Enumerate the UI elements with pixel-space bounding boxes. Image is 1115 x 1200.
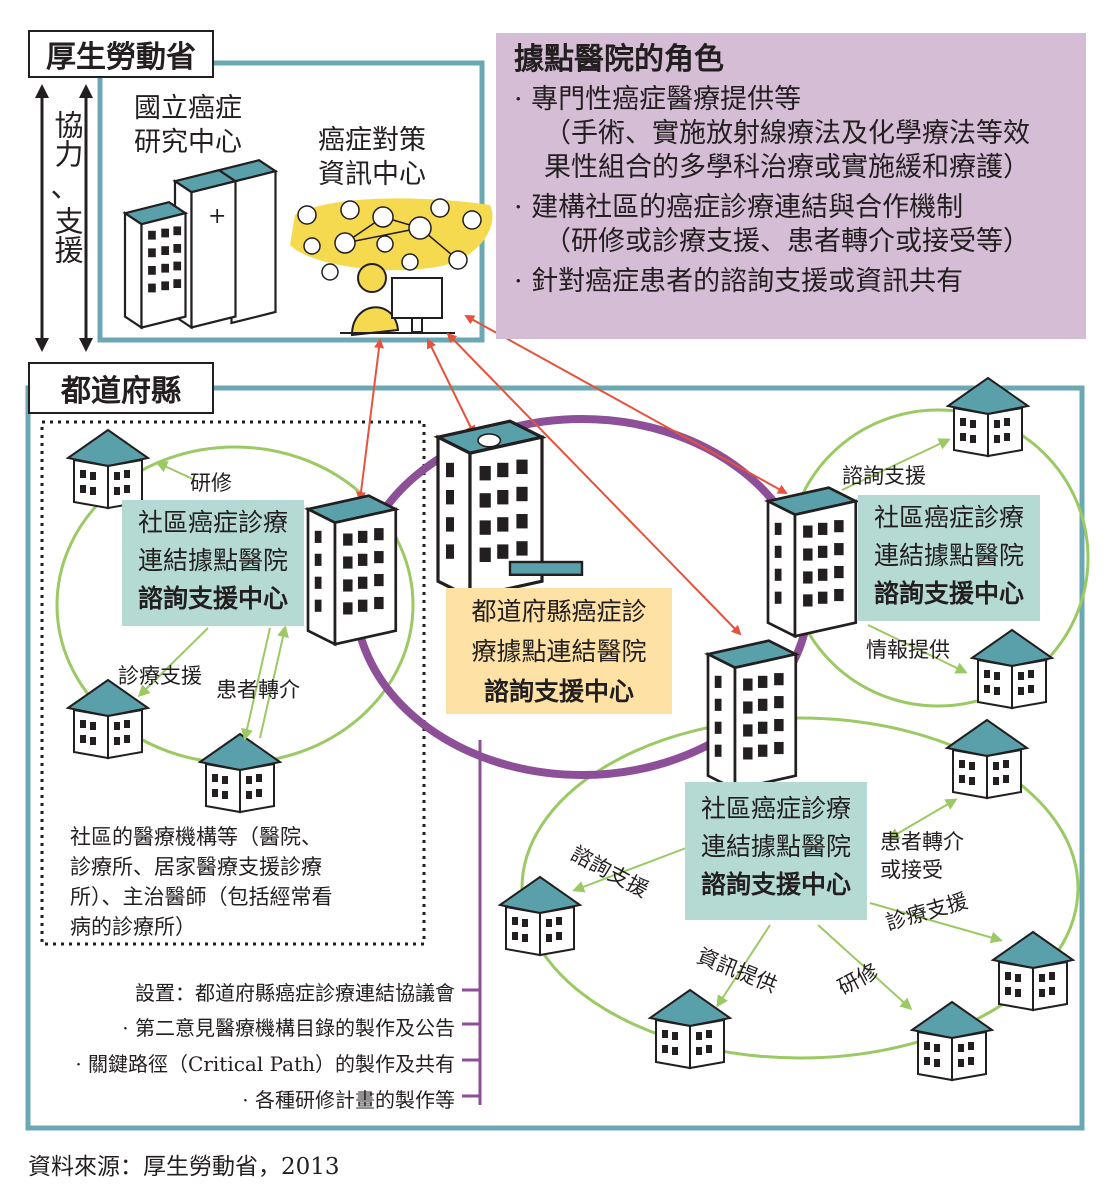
right-hub-building [766,486,858,638]
ministry-frame [97,60,485,343]
research-center-line1: 國立癌症 [134,93,242,124]
arrow-left-training [155,461,196,481]
prefecture-hub-center: 諮詢支援中心 [483,677,634,706]
roles-panel: 據點醫院的角色 · 專門性癌症醫療提供等 （手術、實施放射線療法及化學療法等效 … [496,33,1086,339]
roles-item-1: · 專門性癌症醫療提供等 [514,84,802,115]
roles-item-2-sub-1: （研修或診療支援、患者轉介或接受等） [544,226,1030,257]
label-left-referral: 患者轉介 [216,678,300,702]
house-right-bottom [971,629,1053,709]
cooperation-label-line3: 支援 [50,206,84,264]
house-bottom-ne [946,719,1028,799]
roles-title: 據點醫院的角色 [514,42,724,77]
cooperation-label-line1: 協力 [50,110,84,168]
label-right-info: 情報提供 [866,638,950,662]
staff-at-computer [340,263,455,337]
right-hub-line1: 社區癌症診療 [873,503,1024,532]
prefecture-hub-building [436,419,584,599]
label-bottom-referral-line2: 或接受 [880,858,943,882]
source-caption: 資料來源：厚生勞動省，2013 [28,1154,340,1180]
community-line2: 診療所、居家醫療支援診療 [70,855,322,879]
green-ring-bottom [520,716,1080,1060]
info-center-line1: 癌症對策 [318,125,426,156]
house-bottom-s [911,1001,993,1081]
cooperation-label: 協力 、 支援 [48,110,84,264]
label-bottom-referral: 患者轉介 或接受 [880,828,964,884]
bottom-hub-line2: 連結據點醫院 [700,832,851,861]
council-item-2: · 第二意見醫療機構目錄的製作及公告 [122,1016,455,1040]
svg-text:+: + [208,204,226,229]
left-hub-box: 社區癌症診療 連結據點醫院 諮詢支援中心 [122,500,304,626]
bottom-hub-center: 諮詢支援中心 [700,870,851,899]
national-cancer-center-buildings: + [122,159,279,330]
community-line3: 所）、主治醫師（包括經常看 [70,885,333,909]
ministry-tag: 厚生勞動省 [28,30,214,78]
prefecture-hub-line1: 都道府縣癌症診 [471,597,647,626]
arrow-right-info [867,624,968,674]
label-right-consult: 諮詢支援 [842,464,926,488]
roles-item-2: · 建構社區的癌症診療連結與合作機制 [514,192,964,223]
research-center-label: 國立癌症 研究中心 [134,92,242,160]
prefecture-hub-line2: 療據點連結醫院 [471,637,647,666]
roles-item-1-sub-2: 果性組合的多學科治療或實施緩和療護） [544,152,1030,183]
left-hub-building [306,494,398,646]
label-left-support: 診療支援 [118,664,202,688]
arrow-bottom-info [716,924,771,1008]
arrow-left-referral-down [241,627,271,741]
prefecture-tag: 都道府縣 [28,362,214,414]
prefecture-hub-box: 都道府縣癌症診 療據點連結醫院 諮詢支援中心 [446,588,672,714]
research-center-line2: 研究中心 [134,127,242,158]
house-left-bottom [67,679,149,759]
council-item-1: 設置：都道府縣癌症診療連結協議會 [135,981,455,1005]
left-hub-line1: 社區癌症診療 [137,508,288,537]
arrow-bottom-referral [887,798,958,840]
roles-item-3: · 針對癌症患者的諮詢支援或資訊共有 [514,266,964,297]
arrow-right-consult [841,438,951,491]
house-bottom-sw [649,989,731,1069]
info-center-label: 癌症對策 資訊中心 [318,124,426,192]
arrow-bottom-training [817,924,913,1011]
red-arrow-right-hub [464,315,788,494]
left-hub-center: 諮詢支援中心 [137,584,288,613]
arrow-left-support [137,627,209,698]
red-arrow-left-hub [356,338,384,502]
council-item-3: · 關鍵路徑（Critical Path）的製作及共有 [75,1052,455,1076]
bottom-hub-building [706,639,798,791]
council-item-4: · 各種研修計畫的製作等 [242,1088,455,1112]
house-left-center [199,733,281,813]
roles-item-1-sub-1: （手術、實施放射線療法及化學療法等效 [544,118,1030,149]
arrow-bottom-support [869,902,1003,944]
arrow-bottom-consult [572,847,687,893]
label-bottom-referral-line1: 患者轉介 [880,830,964,854]
left-hub-line2: 連結據點醫院 [137,546,288,575]
info-network-cluster [290,198,493,337]
community-institutions-text: 社區的醫療機構等（醫院、 診療所、居家醫療支援診療 所）、主治醫師（包括經常看 … [70,822,333,942]
bottom-hub-box: 社區癌症診療 連結據點醫院 諮詢支援中心 [685,782,867,920]
right-hub-line2: 連結據點醫院 [873,541,1024,570]
label-left-training: 研修 [190,471,232,495]
community-line1: 社區的醫療機構等（醫院、 [70,825,322,849]
house-left-top [67,429,149,509]
community-dotted-box [40,420,426,946]
info-center-line2: 資訊中心 [318,159,426,190]
right-hub-center: 諮詢支援中心 [873,579,1024,608]
community-line4: 病的診療所） [70,915,196,939]
cooperation-label-line2: 、 [50,170,80,204]
house-bottom-w [499,876,581,956]
right-hub-box: 社區癌症診療 連結據點醫院 諮詢支援中心 [858,495,1040,621]
bottom-hub-line1: 社區癌症診療 [700,794,851,823]
arrow-left-referral-up [259,625,289,739]
